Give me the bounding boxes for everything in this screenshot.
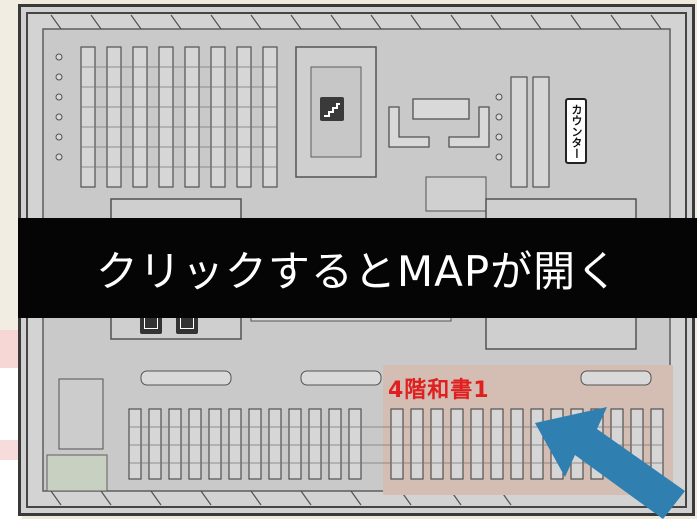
floor-section-label: 4階和書1 [388,378,490,403]
open-map-banner[interactable]: クリックするとMAPが開く [18,218,697,318]
page-left-edge-pink-band [0,440,22,460]
banner-text: クリックするとMAPが開く [95,246,620,296]
page-left-edge [0,0,22,330]
counter-label: カウンター [565,98,587,164]
stairs-icon [320,97,344,121]
